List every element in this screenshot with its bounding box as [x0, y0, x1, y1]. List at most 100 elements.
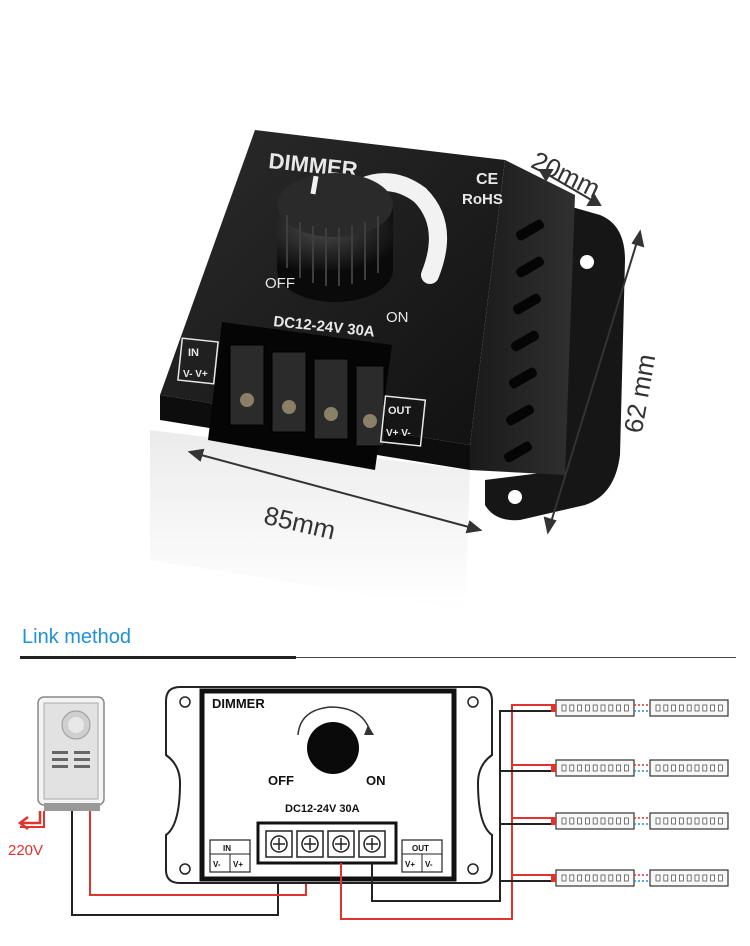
led-chip [702, 704, 708, 712]
diagram-out-terminal-pos: V+ [405, 860, 415, 869]
ac-input-arrow [17, 811, 45, 830]
off-label: OFF [265, 275, 295, 292]
led-chip [686, 874, 692, 882]
wiring-diagram: 220V DIMMER OFF ON DC12-24V 30A [0, 665, 750, 941]
power-supply [37, 696, 105, 811]
led-chip [671, 817, 676, 825]
led-chip [663, 874, 669, 882]
branch-negative [500, 770, 556, 882]
diagram-rating-label: DC12-24V 30A [285, 803, 360, 815]
led-chip [577, 874, 582, 882]
link-method-title: Link method [22, 626, 131, 648]
led-chip [585, 817, 590, 825]
dimmer-product-image: DIMMER CE RoHS OFF ON DC12- [150, 130, 645, 610]
led-chip [624, 704, 629, 712]
mount-hole-top [580, 255, 594, 269]
strip-input-pad [551, 817, 556, 825]
led-chip [569, 704, 575, 712]
led-chip [616, 817, 621, 825]
led-chip [686, 764, 692, 772]
led-chip [608, 704, 614, 712]
diagram-out-terminal-neg: V- [425, 860, 433, 869]
led-chip [702, 817, 708, 825]
wire-negative-in [71, 811, 279, 916]
strip-input-pad [551, 764, 556, 772]
led-chip [671, 874, 676, 882]
led-chip [592, 874, 598, 882]
led-chip [663, 704, 669, 712]
output-label: OUT [388, 405, 412, 417]
led-chip [710, 874, 715, 882]
led-chip [624, 817, 629, 825]
led-chip [679, 764, 684, 772]
on-label: ON [386, 309, 409, 326]
led-chip [600, 764, 606, 772]
led-chip [600, 874, 606, 882]
led-chip [679, 874, 684, 882]
led-chip [671, 764, 676, 772]
diagram-knob [307, 722, 359, 774]
strip-input-pad [551, 874, 556, 882]
product-photo: DIMMER CE RoHS OFF ON DC12- [150, 130, 661, 610]
diagram-in-terminal-neg: V- [213, 860, 221, 869]
led-chip [686, 817, 692, 825]
input-label-box: IN V- V+ [177, 337, 219, 385]
led-chip [561, 874, 567, 882]
knob-arc-arrow [364, 725, 374, 735]
reflection [150, 430, 470, 610]
section-divider-thin [296, 657, 736, 658]
led-chip [624, 764, 629, 772]
strip-input-pad [551, 704, 556, 712]
led-chip [569, 817, 575, 825]
led-chip [710, 764, 715, 772]
wire-negative-out [371, 710, 556, 902]
led-chip [718, 817, 723, 825]
knob-arc [297, 706, 371, 736]
led-chip [592, 764, 598, 772]
led-chip [702, 764, 708, 772]
side-face [470, 160, 575, 475]
diagram-out-label: OUT [412, 844, 429, 853]
output-label-box: OUT V+ V- [379, 395, 427, 447]
ce-mark: CE [476, 171, 499, 188]
dimmer-knob[interactable] [277, 173, 393, 302]
led-chip [585, 764, 590, 772]
led-strips [551, 699, 729, 887]
diagram-terminal-block [256, 821, 398, 865]
led-chip [694, 817, 700, 825]
led-chip [655, 817, 661, 825]
vent-slots [503, 219, 545, 463]
section-divider [20, 656, 296, 659]
diagram-in-label: IN [223, 844, 231, 853]
diagram-out-box [401, 839, 443, 873]
led-chip [694, 704, 700, 712]
led-chip [686, 704, 692, 712]
input-label: IN [188, 347, 199, 359]
led-chip [616, 874, 621, 882]
led-chip [710, 704, 715, 712]
led-chip [608, 764, 614, 772]
led-chip [608, 874, 614, 882]
led-chip [702, 874, 708, 882]
terminal-block [208, 322, 392, 470]
diagram-on-label: ON [366, 773, 386, 788]
led-chip [663, 817, 669, 825]
led-chip [718, 704, 723, 712]
led-chip [694, 874, 700, 882]
dimension-arrows [187, 169, 645, 535]
led-chip [561, 704, 567, 712]
diagram-in-box [209, 839, 251, 873]
led-chip [592, 704, 598, 712]
led-chip [569, 764, 575, 772]
wire-positive-out [340, 704, 556, 920]
led-chip [577, 764, 582, 772]
led-chip [655, 874, 661, 882]
led-chip [718, 764, 723, 772]
led-chip [577, 817, 582, 825]
led-chip [561, 817, 567, 825]
rohs-mark: RoHS [462, 191, 503, 208]
output-terminals: V+ V- [386, 428, 411, 439]
led-chip [616, 764, 621, 772]
ac-voltage-label: 220V [8, 842, 43, 859]
led-chip [655, 764, 661, 772]
